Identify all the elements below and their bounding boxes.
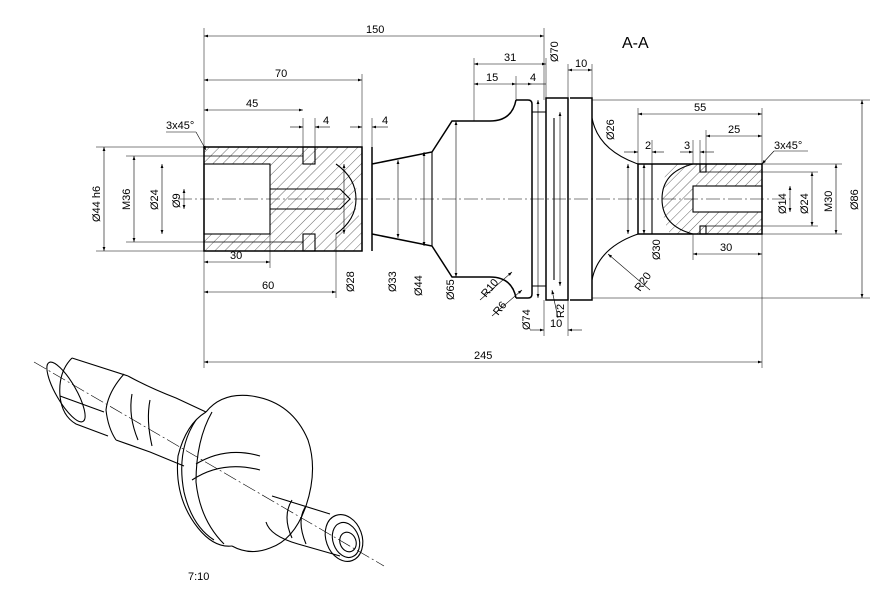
dim-70: 70: [275, 68, 287, 80]
dim-diam-44: Ø44: [413, 275, 425, 296]
iso-flange-rim-2: [195, 411, 225, 545]
dim-2: 2: [645, 140, 651, 152]
dim-25: 25: [728, 124, 740, 136]
dim-45: 45: [246, 98, 258, 110]
iso-centerline: [33, 361, 385, 567]
dim-55: 55: [694, 102, 706, 114]
dim-30-left: 30: [230, 250, 242, 262]
iso-flange-groove-arc: [191, 451, 261, 481]
section-label: A-A: [622, 35, 649, 52]
left-shaft-end: [203, 146, 363, 252]
iso-left-shoulder: [105, 373, 125, 441]
dim-diam-24-left: Ø24: [149, 189, 161, 210]
dim-diam-26: Ø26: [605, 119, 617, 140]
dim-r2: R2: [555, 304, 567, 318]
chamfer-left: 3x45°: [166, 120, 194, 132]
dim-diam-44-h6: Ø44 h6: [91, 186, 103, 222]
iso-taper: [115, 375, 207, 467]
dim-diam-70: Ø70: [549, 41, 561, 62]
dimensions: 150 70 45 4 4 31 15 4 10 55 25: [91, 24, 870, 368]
dim-m36: M36: [121, 189, 133, 210]
dim-4-neck: 4: [530, 72, 536, 84]
flange-back-curve-top: [591, 117, 639, 165]
flange-back-curve-bottom: [591, 233, 639, 281]
dim-10-top: 10: [575, 58, 587, 70]
right-groove-bottom: [699, 225, 707, 235]
left-groove-bottom: [302, 233, 316, 252]
dim-4-groove: 4: [323, 115, 329, 127]
iso-right-shaft: [265, 495, 341, 557]
scale-label: 7:10: [188, 571, 209, 583]
dim-31: 31: [504, 52, 516, 64]
dim-r10: R10: [479, 277, 501, 300]
dim-diam-28: Ø28: [345, 271, 357, 292]
iso-right-end-chamfer: [331, 521, 361, 559]
right-bore-outline: [692, 185, 763, 213]
dim-4-gap: 4: [382, 115, 388, 127]
dim-diam-74: Ø74: [521, 309, 533, 330]
dim-diam-30: Ø30: [651, 239, 663, 260]
left-tip-cone: [335, 163, 357, 235]
dim-60: 60: [262, 280, 274, 292]
iso-left-end-face: [46, 361, 86, 423]
iso-right-shaft-ring: [286, 499, 307, 545]
chamfer-right: 3x45°: [774, 140, 802, 152]
right-hatched-area: [662, 164, 762, 234]
taper-section: [371, 99, 517, 299]
dim-diam-86: Ø86: [849, 189, 861, 210]
dim-diam-14: Ø14: [777, 193, 789, 214]
left-hatched-area: [204, 147, 362, 251]
iso-right-end-bore: [339, 531, 357, 553]
dim-diam-9: Ø9: [171, 193, 183, 208]
dim-r20: R20: [633, 270, 654, 293]
right-shaft-end: [637, 163, 763, 235]
isometric-view: [33, 357, 385, 567]
dim-150: 150: [366, 24, 384, 36]
iso-left-cylinder: [59, 357, 129, 437]
dim-r6: R6: [491, 299, 509, 317]
dim-10-bottom: 10: [550, 318, 562, 330]
iso-taper-ring: [130, 393, 153, 447]
iso-flange-front: [176, 411, 233, 547]
flange-disk-3: [570, 97, 593, 301]
iso-flange-outer: [205, 394, 314, 553]
dim-diam-33: Ø33: [387, 271, 399, 292]
section-view: A-A: [91, 24, 870, 368]
right-groove-top: [699, 163, 707, 173]
dim-3: 3: [684, 140, 690, 152]
iso-flange-rim-1: [181, 419, 215, 541]
flange-disk-1: [516, 99, 533, 299]
dim-30-right: 30: [720, 242, 732, 254]
iso-right-end-outer: [324, 514, 364, 562]
right-cone: [661, 163, 694, 235]
dim-m30: M30: [823, 191, 835, 212]
dim-diam-24-right: Ø24: [799, 193, 811, 214]
dim-245: 245: [474, 350, 492, 362]
dim-15: 15: [486, 72, 498, 84]
left-groove-top: [302, 146, 316, 165]
dim-diam-65: Ø65: [445, 279, 457, 300]
